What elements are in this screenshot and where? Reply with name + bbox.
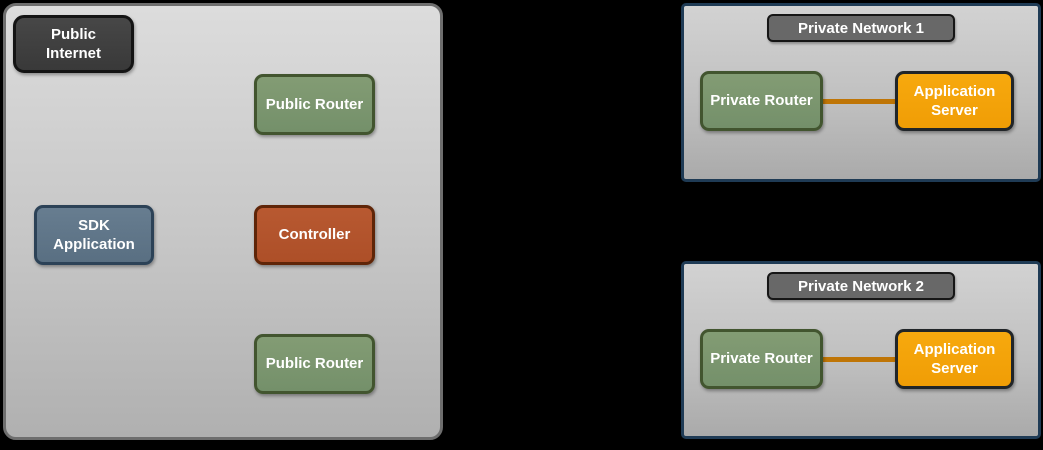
- node-public-router-top: Public Router: [254, 74, 375, 135]
- node-private-router-2-label: Private Router: [710, 350, 813, 368]
- node-private-router-1-label: Private Router: [710, 92, 813, 110]
- node-private-router-2: Private Router: [700, 329, 823, 389]
- public-zone: Public Internet Public Router SDK Applic…: [3, 3, 443, 440]
- connector-line-network-2: [823, 357, 895, 362]
- private-network-2-title: Private Network 2: [767, 272, 955, 300]
- node-public-router-bottom: Public Router: [254, 334, 375, 394]
- node-sdk-application-label: SDK Application: [53, 216, 135, 253]
- private-network-2: Private Network 2 Private Router Applica…: [681, 261, 1041, 439]
- node-application-server-1: Application Server: [895, 71, 1014, 131]
- node-application-server-2-label: Application Server: [913, 340, 996, 377]
- node-controller-label: Controller: [278, 226, 351, 244]
- node-controller: Controller: [254, 205, 375, 265]
- connector-line-network-1: [823, 99, 895, 104]
- private-network-1-title: Private Network 1: [767, 14, 955, 42]
- node-application-server-2: Application Server: [895, 329, 1014, 389]
- node-public-router-top-label: Public Router: [265, 95, 364, 113]
- private-network-1: Private Network 1 Private Router Applica…: [681, 3, 1041, 182]
- node-public-internet: Public Internet: [13, 15, 134, 73]
- private-network-1-title-label: Private Network 1: [798, 19, 924, 37]
- private-network-2-title-label: Private Network 2: [798, 277, 924, 295]
- node-application-server-1-label: Application Server: [913, 82, 996, 119]
- node-private-router-1: Private Router: [700, 71, 823, 131]
- node-public-internet-label: Public Internet: [45, 25, 101, 62]
- node-sdk-application: SDK Application: [34, 205, 154, 265]
- node-public-router-bottom-label: Public Router: [265, 355, 364, 373]
